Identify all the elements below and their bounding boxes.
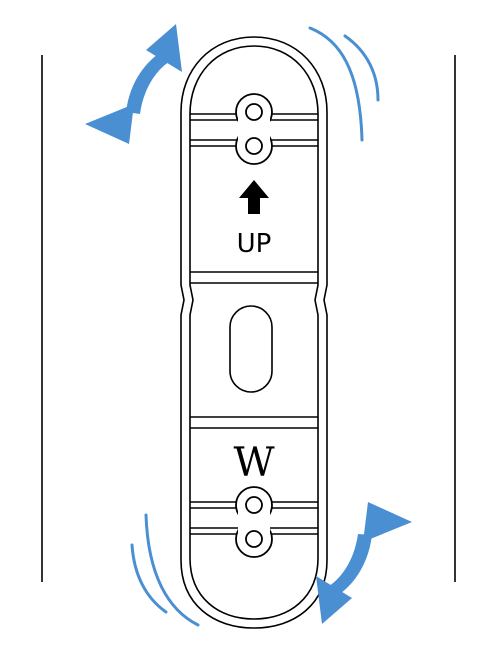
logo-letter: W — [233, 440, 274, 486]
top-left-rotation-arrow-icon — [85, 24, 182, 144]
top-screw-hole — [235, 93, 273, 165]
bottom-right-rotation-arrow-icon — [316, 502, 412, 624]
bottom-screw-hole — [235, 486, 273, 558]
bottom-left-motion-lines-icon — [130, 513, 200, 627]
arrow-up-icon — [239, 180, 269, 214]
up-label: UP — [237, 229, 272, 259]
bracket-outer-outline — [180, 36, 328, 629]
bracket-inner-outline — [189, 45, 319, 620]
top-right-motion-lines-icon — [308, 26, 380, 142]
center-slot — [229, 305, 273, 393]
